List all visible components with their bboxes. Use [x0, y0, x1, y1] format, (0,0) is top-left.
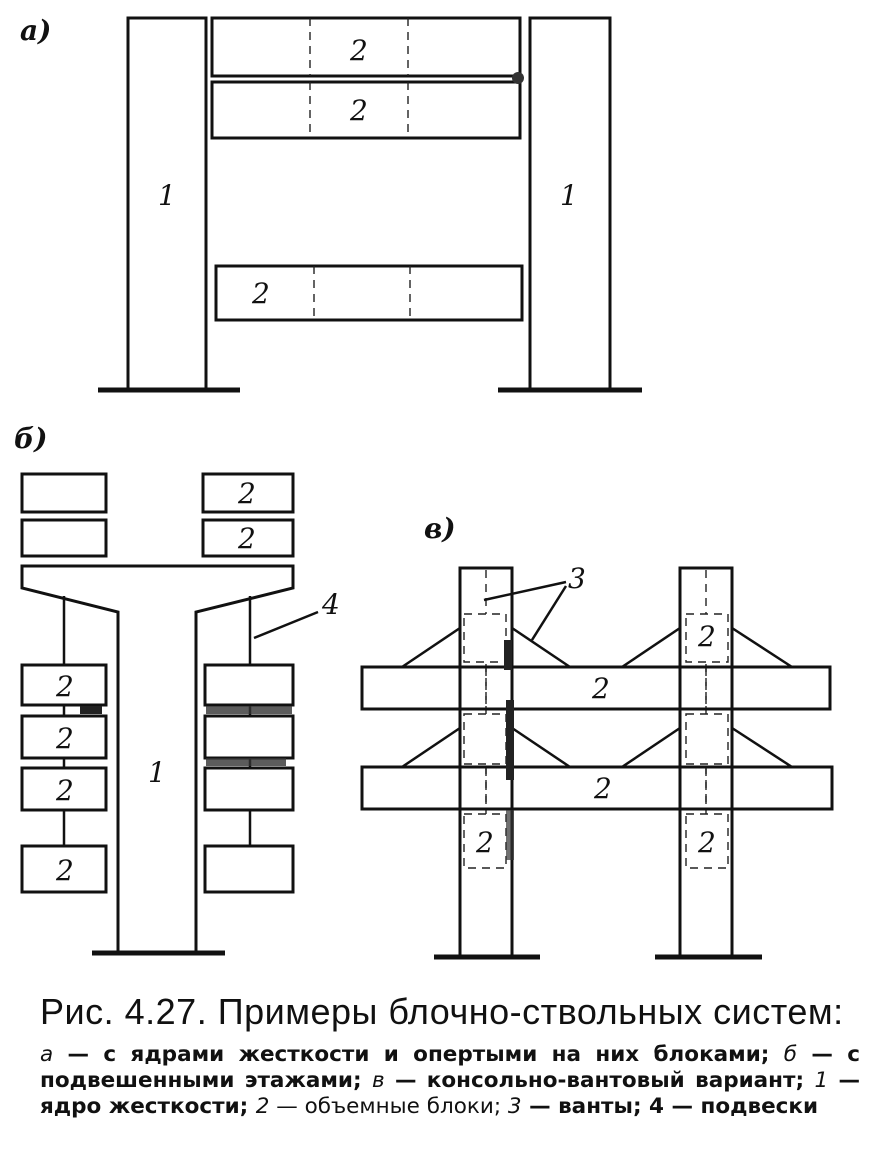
block-label-b-l4: 2 [55, 854, 74, 887]
core-block-v-r1 [685, 613, 729, 663]
figure-caption: Рис. 4.27. Примеры блочно-ствольных сист… [40, 990, 860, 1120]
block-b-right-3 [203, 766, 295, 812]
caption-b-letter: б [783, 1042, 798, 1067]
core-block-v-l3 [463, 813, 507, 869]
dark-mark-v-2 [506, 700, 514, 780]
stay-v-7 [621, 726, 681, 769]
stay-v-8 [731, 726, 793, 769]
panel-a: а) 1 1 2 2 2 [20, 14, 642, 393]
cantilever-v-1 [360, 665, 832, 711]
stay-v-4 [731, 626, 793, 669]
figure: а) 1 1 2 2 2 б) 2 2 [14, 14, 834, 960]
panel-v-label: в) [424, 512, 456, 545]
block-b-left-1 [20, 663, 108, 707]
block-label-v-r3: 2 [697, 826, 716, 859]
block-label-b-l3: 2 [55, 774, 74, 807]
joint-b-3 [206, 758, 286, 766]
stays-label: 3 [568, 562, 586, 595]
stay-v-3 [621, 626, 681, 669]
caption-n1: 1 [814, 1068, 829, 1093]
hanger-label: 4 [321, 588, 340, 621]
core-label-a-right: 1 [560, 179, 578, 212]
block-b-right-4 [203, 844, 295, 894]
caption-title: Рис. 4.27. Примеры блочно-ствольных сист… [40, 991, 844, 1032]
core-block-v-r3 [685, 813, 729, 869]
leader-stays-1 [483, 580, 567, 602]
joint-b-2 [206, 706, 292, 714]
dark-mark-v-3 [506, 810, 514, 860]
caption-a-text: — с ядрами жесткости и опертыми на них б… [53, 1042, 784, 1067]
panel-a-label: а) [20, 14, 51, 47]
block-b-top-left-2 [20, 518, 108, 558]
block-label-b-l2: 2 [55, 722, 74, 755]
block-label-v-1: 2 [591, 672, 610, 705]
block-b-right-2 [203, 714, 295, 760]
block-label-a-3: 2 [251, 277, 270, 310]
leader-stays-2 [530, 585, 568, 641]
block-b-left-4 [20, 844, 108, 894]
stay-v-1 [401, 626, 461, 669]
block-a-1 [210, 16, 522, 78]
panel-b: б) 2 2 1 2 2 2 2 [14, 422, 340, 956]
caption-a-letter: а [40, 1042, 54, 1067]
block-label-b-l1: 2 [55, 670, 74, 703]
block-b-top-right-2 [201, 518, 295, 558]
core-block-v-l2 [463, 713, 507, 765]
block-label-b-tr1: 2 [237, 477, 256, 510]
block-b-right-1 [203, 663, 295, 707]
block-b-left-2 [20, 714, 108, 760]
caption-v-text: — консольно-вантовый вариант; [384, 1068, 815, 1093]
caption-v-letter: в [371, 1068, 385, 1093]
panel-b-label: б) [14, 422, 47, 455]
block-label-b-tr2: 2 [237, 522, 256, 555]
stay-v-6 [511, 726, 571, 769]
stay-v-2 [511, 626, 571, 669]
caption-n4-text: — подвески [664, 1094, 819, 1119]
core-v-left [458, 566, 514, 958]
caption-n2: 2 [255, 1094, 270, 1119]
block-a-2 [210, 80, 522, 140]
block-label-v-r1: 2 [697, 620, 716, 653]
block-label-a-2: 2 [349, 94, 368, 127]
cantilever-v-2 [360, 765, 834, 811]
block-a-3 [214, 264, 524, 322]
panel-v: в) 2 2 2 2 2 [360, 512, 834, 960]
core-label-a-left: 1 [158, 179, 176, 212]
joint-blob-a [512, 72, 524, 84]
block-b-left-3 [20, 766, 108, 812]
dark-mark-v-1 [504, 640, 512, 670]
diagram-svg: а) 1 1 2 2 2 б) 2 2 [14, 14, 834, 960]
core-label-b: 1 [148, 756, 166, 789]
block-label-v-2: 2 [593, 772, 612, 805]
joint-b-1 [80, 706, 102, 714]
leader-hangers [253, 610, 319, 640]
block-b-top-left-1 [20, 472, 108, 514]
stay-v-5 [401, 726, 461, 769]
caption-n2-text: — объемные блоки; [269, 1094, 508, 1119]
caption-n4: 4 [649, 1094, 665, 1119]
block-label-a-1: 2 [349, 34, 368, 67]
block-b-top-right-1 [201, 472, 295, 514]
caption-n1-text: — ядро жесткости; [40, 1068, 860, 1119]
core-block-v-l1 [463, 613, 507, 663]
block-label-v-l3: 2 [475, 826, 494, 859]
caption-body: а — с ядрами жесткости и опертыми на них… [40, 1042, 860, 1120]
caption-b-text: — с подвешенными этажами; [40, 1042, 860, 1093]
caption-n3: 3 [507, 1094, 522, 1119]
core-block-v-r2 [685, 713, 729, 765]
core-b [20, 564, 295, 952]
caption-n3-text: — ванты; [521, 1094, 650, 1119]
